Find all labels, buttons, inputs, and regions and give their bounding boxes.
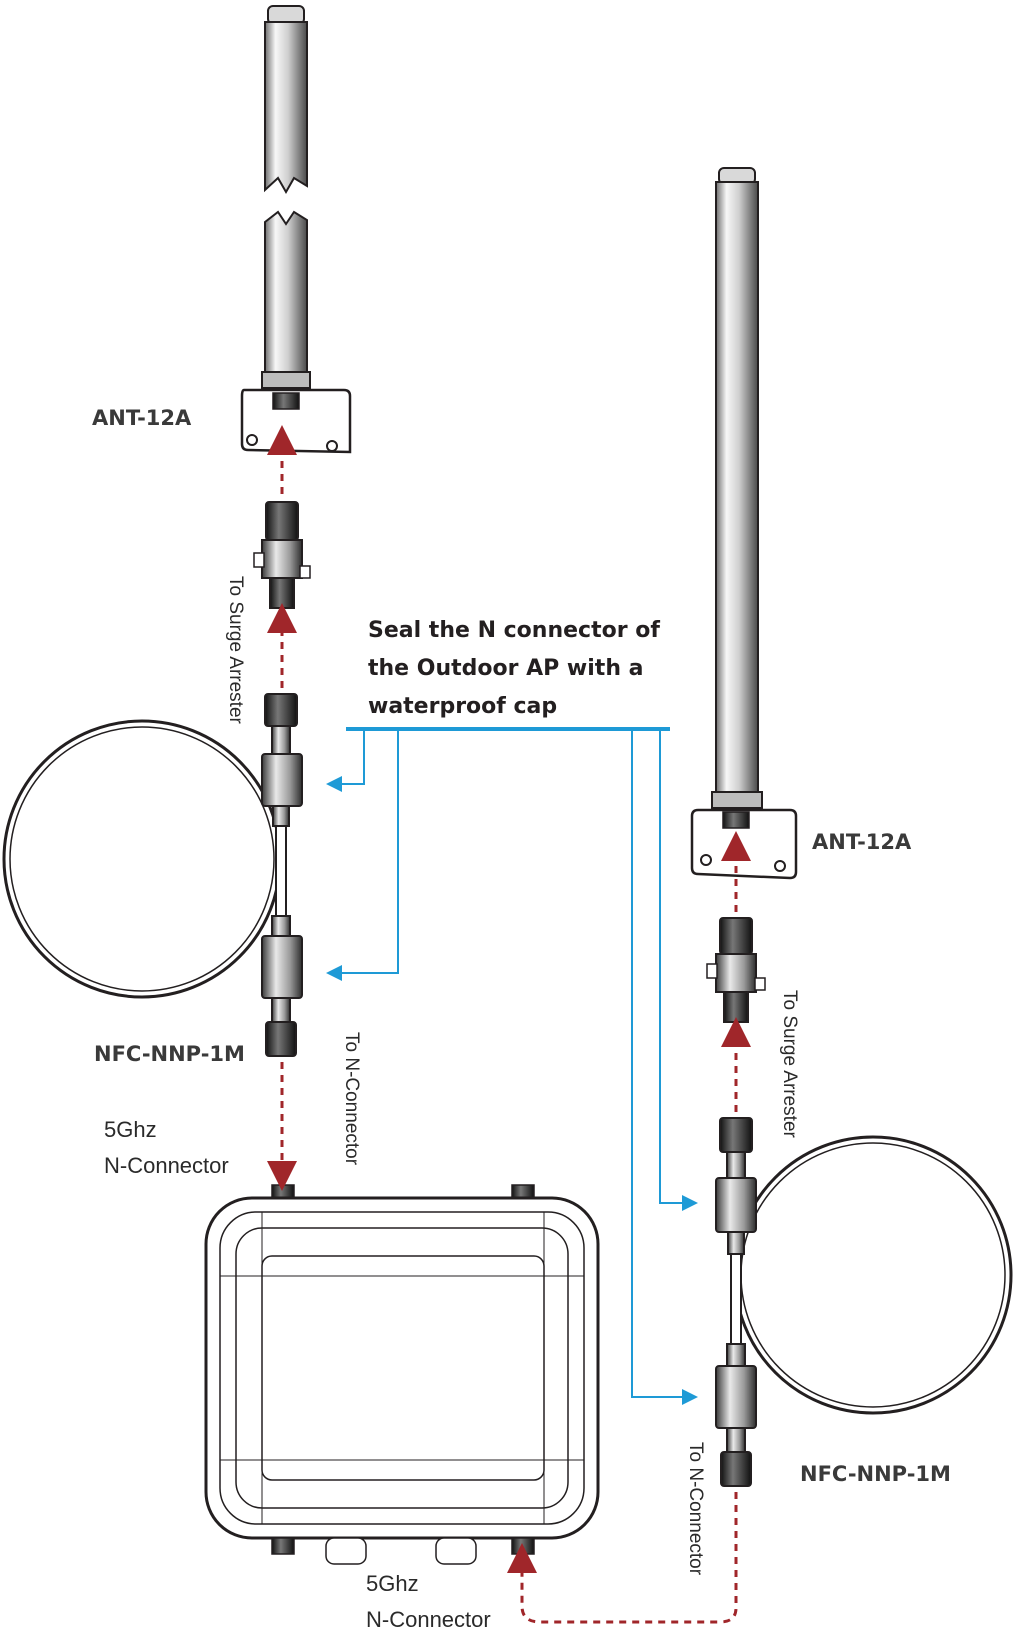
right-surge-arrester xyxy=(706,917,766,1023)
outdoor-ap-enclosure xyxy=(204,1184,600,1565)
left-port-label: 5Ghz N-Connector xyxy=(104,1112,229,1184)
left-port-label-line-2: N-Connector xyxy=(104,1153,229,1178)
seal-callout-lines xyxy=(326,727,698,1405)
right-cable-label: NFC-NNP-1M xyxy=(800,1462,951,1486)
right-antenna-bracket xyxy=(690,808,798,880)
left-cable-coil xyxy=(2,693,303,1057)
bottom-port-label-line-2: N-Connector xyxy=(366,1607,491,1632)
bottom-port-label: 5Ghz N-Connector xyxy=(366,1566,491,1638)
right-antenna xyxy=(711,167,763,809)
connection-arrows xyxy=(267,425,751,1624)
right-nconnector-label: To N-Connector xyxy=(685,1442,706,1576)
bottom-port-label-line-1: 5Ghz xyxy=(366,1571,419,1596)
right-antenna-label: ANT-12A xyxy=(812,830,912,854)
left-antenna-bracket xyxy=(240,388,352,454)
left-surge-arrester xyxy=(253,501,311,609)
left-surge-label: To Surge Arrester xyxy=(225,576,246,724)
seal-note-line-3: waterproof cap xyxy=(368,694,558,719)
left-cable-label: NFC-NNP-1M xyxy=(94,1042,245,1066)
seal-note: Seal the N connector of the Outdoor AP w… xyxy=(368,612,660,726)
right-cable-coil xyxy=(715,1117,1013,1487)
seal-note-line-1: Seal the N connector of xyxy=(368,618,660,643)
seal-note-line-2: the Outdoor AP with a xyxy=(368,656,644,681)
left-antenna-label: ANT-12A xyxy=(92,406,192,430)
left-nconnector-label: To N-Connector xyxy=(341,1032,362,1166)
left-antenna xyxy=(261,5,311,389)
right-surge-label: To Surge Arrester xyxy=(779,990,800,1138)
left-port-label-line-1: 5Ghz xyxy=(104,1117,157,1142)
